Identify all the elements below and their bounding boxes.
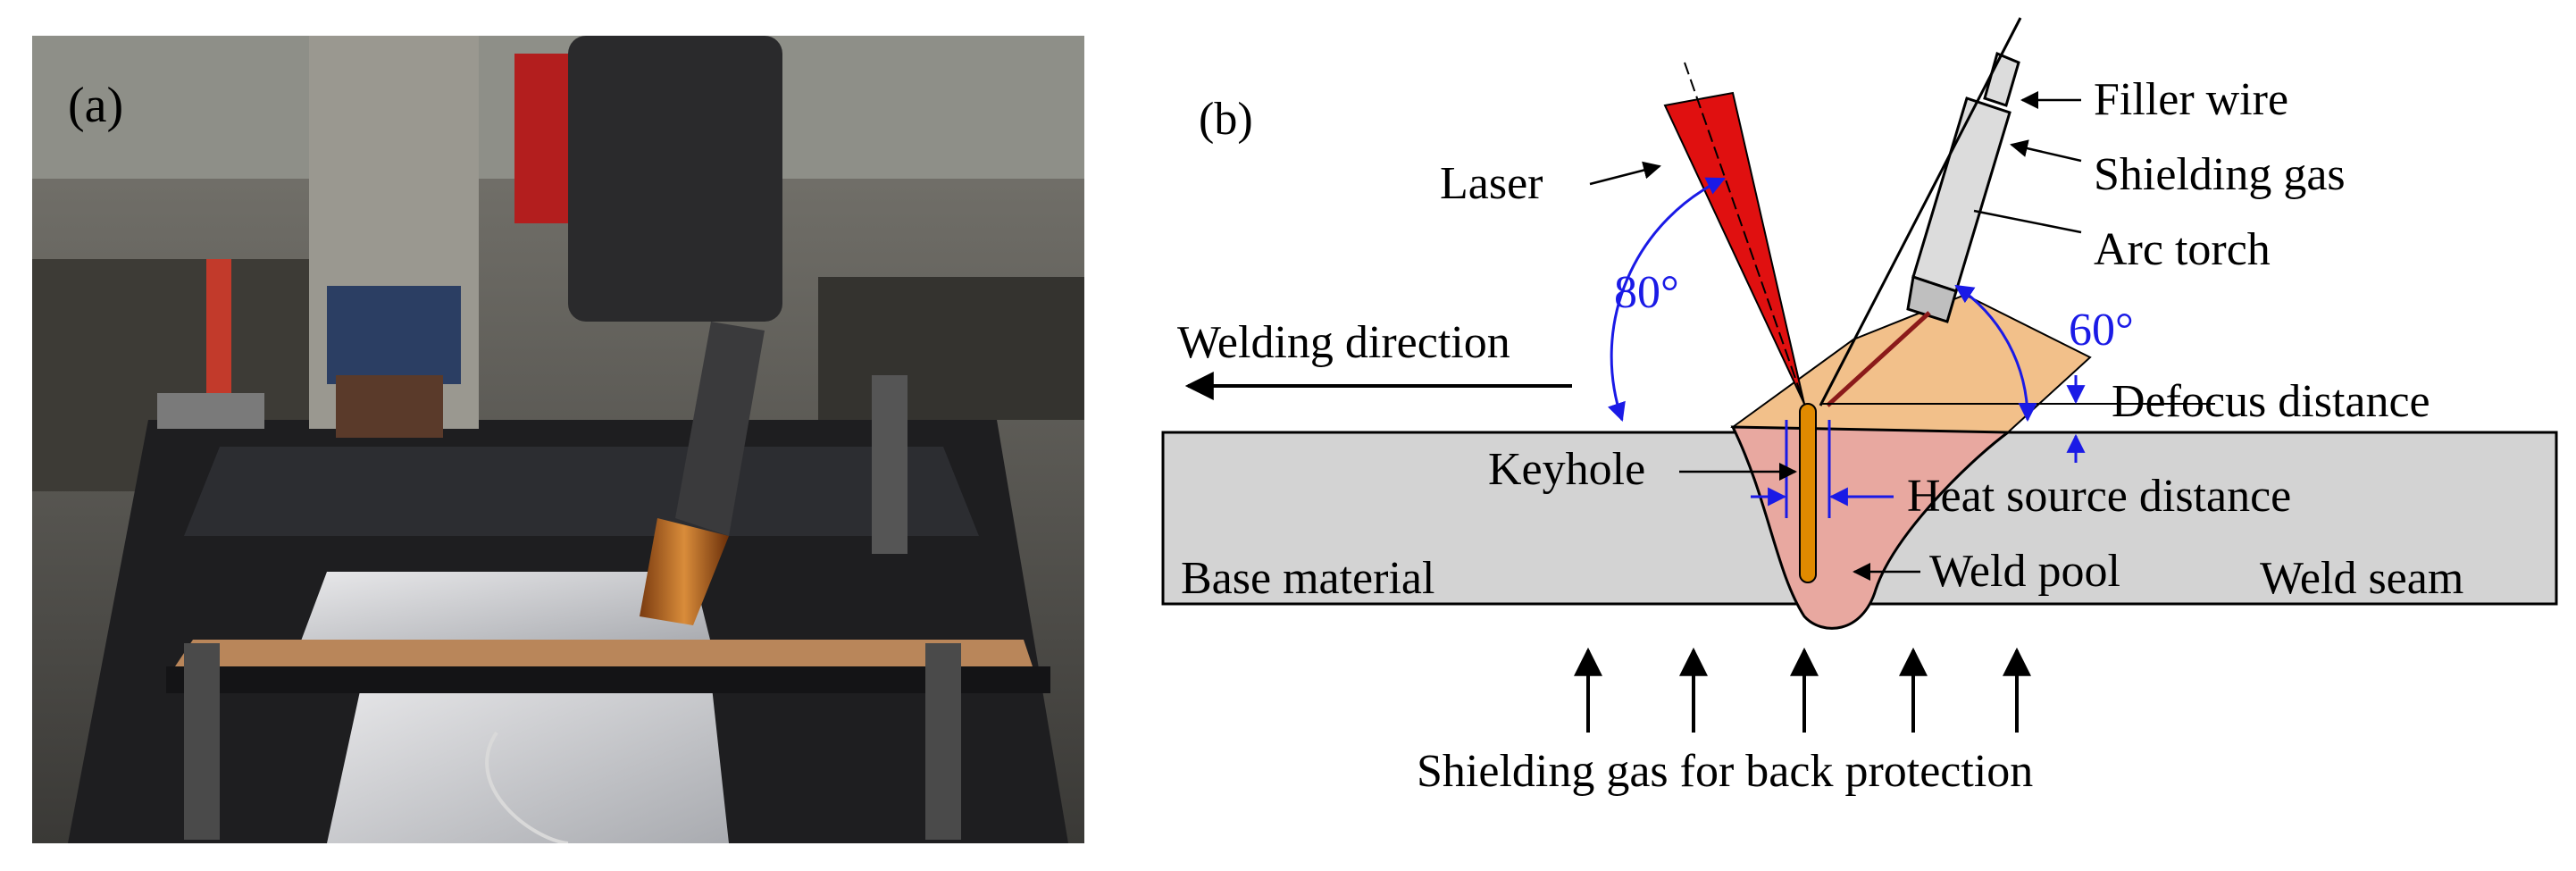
toggle-clamp-left [206,259,231,411]
defocus-distance-label: Defocus distance [2112,376,2430,427]
arc-torch-label: Arc torch [2094,224,2271,275]
aluminium-plate-bottom [327,679,729,843]
photo-panel: (a) [32,36,1084,845]
backing-strip [175,640,1033,666]
panel-b-label: (b) [1199,94,1253,145]
clamp-bar [166,666,1050,693]
arc-torch-leader [1973,209,2082,234]
keyhole [1799,403,1817,583]
weld-seam-label: Weld seam [2260,553,2463,604]
side-tools [818,277,1084,420]
laser-head-blue-block [327,286,461,384]
clamp-rod-right [872,375,907,554]
aluminium-plate-left [300,572,711,643]
clamp-base-left [157,393,264,429]
clamp-rod-right-bottom [925,643,961,840]
filler-wire-loop [485,731,569,845]
torch-motor [568,36,782,322]
shielding-gas-label: Shielding gas [2094,149,2346,200]
filler-wire [1819,17,2022,406]
welding-setup-photo [32,36,1084,845]
torch-angle-arc [1954,284,2037,423]
back-gas-arrows [1574,647,2031,733]
filler-wire-arc [1826,311,1931,407]
torch-nozzle-tip [1906,275,1958,323]
torch-contact-tip [1983,51,2020,107]
laser-nozzle [336,375,443,438]
hybrid-welding-schematic: (b) Laser Filler wire Shielding gas Arc … [1161,17,2558,797]
laser-label: Laser [1440,158,1543,209]
back-protection-label: Shielding gas for back protection [1417,746,2033,797]
torch-hose [675,322,765,536]
welding-direction-label: Welding direction [1177,317,1510,368]
torch-angle-label: 60° [2069,305,2134,356]
filler-wire-label: Filler wire [2094,74,2288,125]
panel-a-label: (a) [68,78,124,133]
base-material-label: Base material [1181,553,1434,604]
laser-angle-arc [1607,177,1726,422]
diagram-panel: (b) Laser Filler wire Shielding gas Arc … [1108,0,2576,867]
torch-nozzle [640,518,729,625]
laser-axis [1684,62,1805,405]
weld-pool-label: Weld pool [1929,546,2120,597]
laser-angle-label: 80° [1614,267,1679,318]
clamp-rod-left [184,643,220,840]
shielding-gas-leader [2010,139,2082,163]
laser-beam [1663,91,1805,405]
laser-leader [1589,161,1661,186]
keyhole-label: Keyhole [1488,444,1645,495]
fixture-upper [184,447,979,536]
heat-source-distance-label: Heat source distance [1907,471,2291,522]
